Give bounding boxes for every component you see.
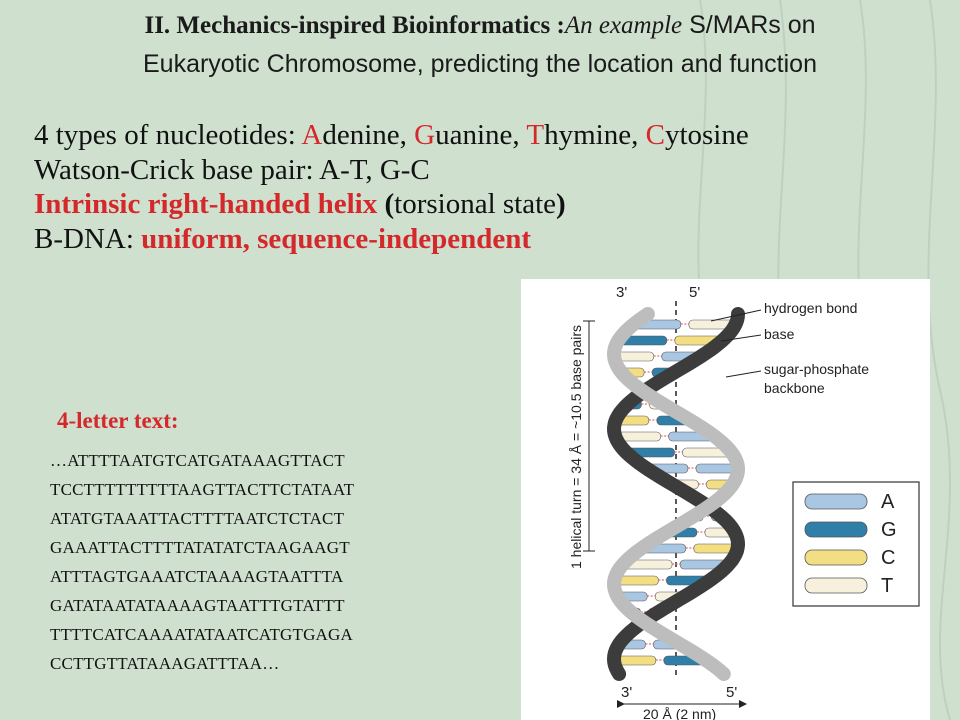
legend-letter: G (881, 519, 897, 541)
helix-close-paren: ) (556, 188, 566, 220)
legend-swatch (804, 549, 868, 566)
dna-helix-svg: 3' 5' 3' 5' hydrogen bond base sugar-pho… (568, 284, 920, 720)
nucleotides-prefix: 4 types of nucleotides: (34, 119, 302, 151)
legend-swatch (804, 521, 868, 538)
bdna-red-text: uniform, sequence-independent (141, 222, 532, 255)
slide-title: II. Mechanics-inspired Bioinformatics :A… (0, 6, 960, 83)
legend-swatch (804, 493, 868, 510)
sequence-line: TCCTTTTTTTTTAAGTTACTTCTATAAT (50, 480, 355, 499)
backbone-strand-1 (606, 307, 746, 681)
bdna-black-text: B-DNA: (34, 222, 142, 255)
backbone-strand-2 (606, 307, 746, 681)
helix-black-text: torsional state (394, 188, 557, 220)
title-line-1: II. Mechanics-inspired Bioinformatics :A… (0, 6, 960, 45)
title-italic-part: An example (564, 12, 683, 39)
sequence-line: GATATAATATAAAAGTAATTTGTATTT (50, 596, 345, 615)
base-label: base (764, 326, 795, 342)
legend-swatch (804, 577, 868, 594)
backbone-pointer (725, 370, 762, 378)
hydrogen-bond-label: hydrogen bond (764, 300, 857, 316)
bdna-line: B-DNA: uniform, sequence-independent (34, 222, 749, 257)
width-label: 20 Å (2 nm) (643, 706, 716, 720)
dna-helix-diagram: 3' 5' 3' 5' hydrogen bond base sugar-pho… (521, 279, 930, 720)
title-bold-part: II. Mechanics-inspired Bioinformatics : (144, 12, 565, 39)
helix-red-text: Intrinsic right-handed helix (34, 188, 378, 220)
nucleotide-initial-c: C (645, 119, 665, 151)
helix-open-paren: ( (377, 188, 395, 220)
nucleotide-rest-g: uanine, (435, 119, 527, 151)
sequence-line: ATATGTAAATTACTTTTAATCTCTACT (50, 509, 345, 528)
nucleotide-rest-a: denine, (322, 119, 415, 151)
sequence-line: GAAATTACTTTTATATATCTAAGAAGT (50, 538, 350, 557)
sequence-line: TTTTCATCAAAATATAATCATGTGAGA (50, 625, 353, 644)
title-sans-part: S/MARs on (682, 11, 816, 39)
sequence-heading: 4-letter text: (57, 408, 179, 433)
sequence-block: …ATTTTAATGTCATGATAAAGTTACT TCCTTTTTTTTTA… (50, 446, 354, 678)
bottom-left-label: 3' (621, 684, 632, 701)
top-right-label: 5' (689, 284, 700, 301)
bottom-right-label: 5' (726, 684, 737, 701)
legend-letter: C (881, 547, 895, 569)
nucleotides-line: 4 types of nucleotides: Adenine, Guanine… (34, 118, 749, 153)
helical-turn-label: 1 helical turn = 34 Å = ~10.5 base pairs (568, 325, 584, 569)
helix-line: Intrinsic right-handed helix (torsional … (34, 187, 749, 222)
nucleotide-rest-c: ytosine (664, 119, 749, 151)
title-line-2: Eukaryotic Chromosome, predicting the lo… (143, 50, 817, 78)
backbone-label-line-1: sugar-phosphate (764, 361, 869, 377)
nucleotide-initial-t: T (526, 119, 545, 151)
legend-letter: A (881, 491, 895, 513)
nucleotide-initial-g: G (414, 119, 436, 151)
sequence-line: CCTTGTTATAAAGATTTAA… (50, 654, 280, 673)
top-left-label: 3' (616, 284, 627, 301)
nucleotide-initial-a: A (301, 119, 323, 151)
hydrogen-bond-pointer (710, 309, 762, 322)
sequence-line: …ATTTTAATGTCATGATAAAGTTACT (50, 451, 345, 470)
sequence-line: ATTTAGTGAAATCTAAAAGTAATTTA (50, 567, 344, 586)
legend-letter: T (881, 575, 893, 597)
nucleotide-rest-t: hymine, (544, 119, 646, 151)
backbone-label-line-2: backbone (764, 380, 825, 396)
base-pointer (720, 334, 762, 342)
bullet-list: 4 types of nucleotides: Adenine, Guanine… (34, 118, 749, 256)
base-pair-line: Watson-Crick base pair: A-T, G-C (34, 153, 430, 186)
